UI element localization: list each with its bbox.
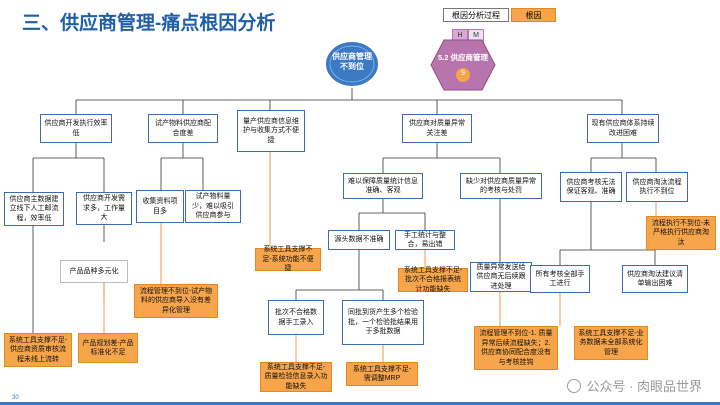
page-number: 30 [12,395,19,401]
node-a1: 供应商主数据建立线下人工邮流程，效率低 [4,192,64,226]
node-d4: 手工统计与整合，易出错 [395,230,455,250]
root-a4: 系统工具支撑不足-供应商资质审核流程未线上流转 [4,333,72,367]
page-title: 三、供应商管理-痛点根因分析 [22,13,276,34]
footer-bar [0,402,720,405]
node-b2: 试产物料量少，难以吸引供应商参与 [185,190,241,223]
root-c1: 系统工具支撑不足-系统功能不便捷 [255,246,321,272]
topic-hexagon-number: 9 [461,70,465,77]
center-node-label: 供应商管理不到位 [332,52,372,71]
node-d2: 缺少对供应商质量异常的考核与处罚 [460,173,542,199]
topic-hexagon-title: 5.2 供应商管理 [437,53,488,62]
node-e4: 所有考核全部手工进行 [530,265,590,293]
node-e5: 供应商淘汰建议清单输出困难 [622,265,688,293]
topic-hexagon [430,39,496,91]
legend-root-cause: 根因 [511,8,556,22]
node-d8: 同批到货产生多个检验批，一个检验批结果用于多批数据 [342,300,424,345]
level1-supplier-development: 供应商开发执行效率低 [40,114,112,143]
level1-continuous-improvement: 现有供应商体系持续改进困难 [587,114,659,143]
level1-info-maintenance: 量产供应商信息维护与收集方式不便捷 [237,110,305,152]
root-d11: 流程管理不到位-1. 质量异常后续流程缺失；2. 供应商协同配合度没有与考核挂钩 [474,326,558,370]
legend-process: 根因分析过程 [443,8,509,22]
root-e3: 流程执行不到位-未严格执行供应商淘汰 [646,216,716,250]
node-d3: 源头数据不准确 [328,230,390,250]
watermark: 公众号 · 肉眼品世界 [567,376,702,395]
node-b1: 收集资料项目多 [136,190,184,223]
level1-quality-attention: 供应商对质量异常关注差 [402,114,472,143]
root-e6: 系统工具支撑不足-业务数据未全部系统化管理 [574,326,648,360]
center-node [326,42,378,86]
node-d7: 批次不合格数据手工录入 [268,300,324,335]
root-a5: 产品规划差-产品标准化不足 [78,333,138,363]
root-d5: 系统工具支撑不足-批次不合格报表统计功能缺失 [398,267,468,293]
node-a2: 供应商开发需求多，工作量大 [76,192,132,225]
node-e2: 供应商淘汰流程执行不到位 [626,172,688,202]
node-d6: 质量异常发送给供应商无后续跟进处理 [470,262,532,292]
node-e1: 供应商考核无法保证客观、准确 [560,172,622,202]
root-b3: 流程管理不到位-试产物料的供应商导入没有差异化管理 [134,284,218,318]
node-a3: 产品品种多元化 [60,260,128,283]
root-d9: 系统工具支撑不足-质量检验信息录入功能缺失 [260,362,332,392]
wechat-icon [567,378,582,393]
node-d1: 难以保障质量统计信息准确、客观 [343,173,423,199]
root-d10: 系统工具支撑不足-需调整MRP [346,362,418,386]
level1-trial-cooperation: 试产物料供应商配合度差 [148,114,218,143]
